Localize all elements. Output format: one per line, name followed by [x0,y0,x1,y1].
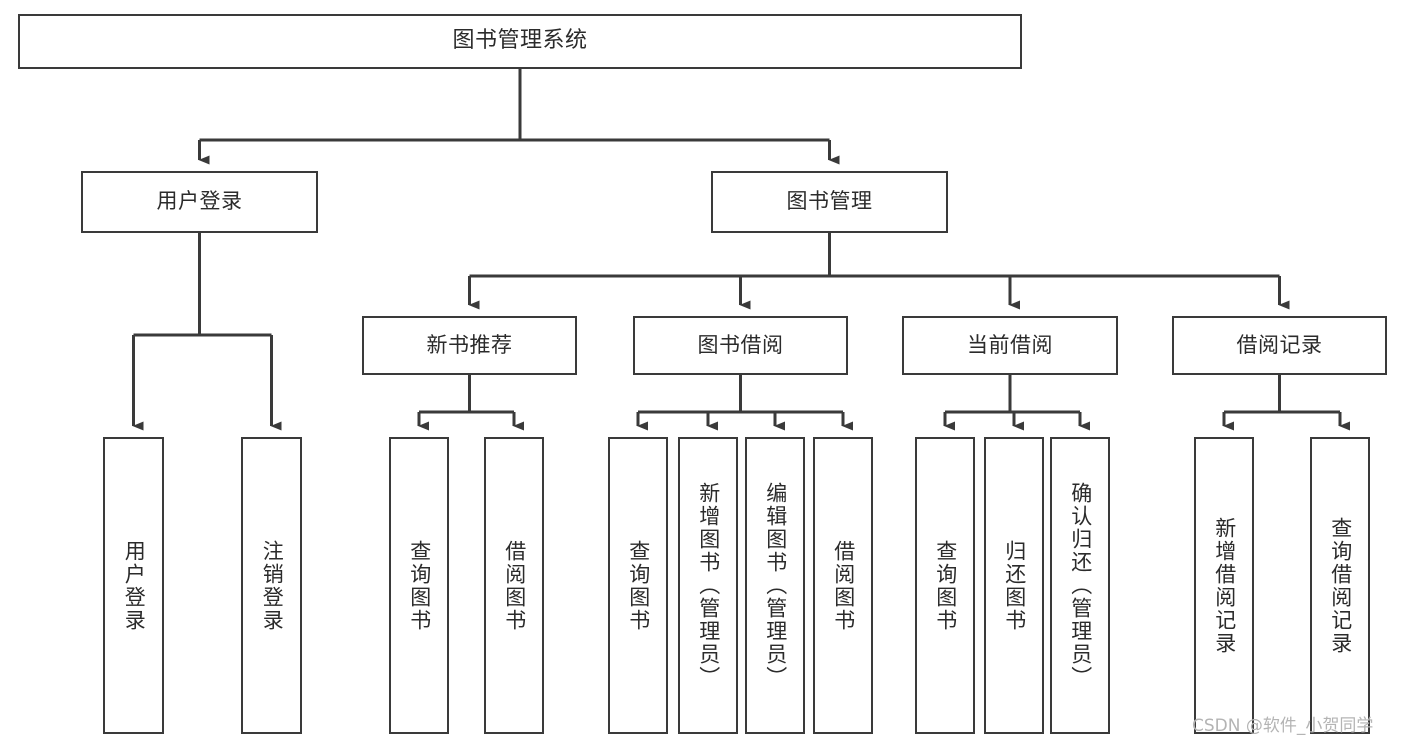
node-label: 新增借阅记录 [1212,516,1237,655]
node-leaf_11[interactable]: 新增借阅记录 [1194,437,1254,734]
node-label: 查询图书 [626,539,651,632]
node-label: 归还图书 [1002,539,1027,632]
node-leaf_3[interactable]: 借阅图书 [484,437,544,734]
node-l2_2[interactable]: 当前借阅 [902,316,1118,375]
node-leaf_10[interactable]: 确认归还（管理员） [1050,437,1110,734]
node-label: 用户登录 [156,189,243,214]
node-l2_3[interactable]: 借阅记录 [1172,316,1387,375]
node-label: 新书推荐 [426,332,513,357]
node-leaf_1[interactable]: 注销登录 [241,437,302,734]
node-label: 图书管理 [786,189,873,214]
node-leaf_6[interactable]: 编辑图书（管理员） [745,437,805,734]
node-leaf_4[interactable]: 查询图书 [608,437,668,734]
node-l2_1[interactable]: 图书借阅 [633,316,848,375]
node-label: 查询图书 [933,539,958,632]
node-label: 借阅图书 [502,539,527,632]
node-label: 图书管理系统 [452,28,588,54]
node-label: 注销登录 [260,539,285,632]
node-leaf_5[interactable]: 新增图书（管理员） [678,437,738,734]
csdn-watermark: CSDN @软件_小贺同学 [1192,716,1374,736]
node-label: 图书借阅 [697,332,784,357]
node-label: 借阅图书 [831,539,856,632]
node-label: 编辑图书（管理员） [763,482,788,689]
node-label: 确认归还（管理员） [1068,482,1093,689]
node-leaf_7[interactable]: 借阅图书 [813,437,873,734]
node-label: 当前借阅 [967,332,1053,357]
node-leaf_2[interactable]: 查询图书 [389,437,449,734]
node-l1_1[interactable]: 图书管理 [711,171,948,233]
node-label: 查询借阅记录 [1328,516,1353,655]
node-l1_0[interactable]: 用户登录 [81,171,318,233]
node-leaf_12[interactable]: 查询借阅记录 [1310,437,1370,734]
edge-paths [132,69,1350,431]
node-label: 借阅记录 [1236,332,1323,357]
node-label: 查询图书 [407,539,432,632]
node-leaf_9[interactable]: 归还图书 [984,437,1044,734]
node-label: 用户登录 [122,539,147,632]
node-label: 新增图书（管理员） [696,482,721,689]
node-leaf_8[interactable]: 查询图书 [915,437,975,734]
node-root[interactable]: 图书管理系统 [18,14,1022,69]
node-leaf_0[interactable]: 用户登录 [103,437,164,734]
node-l2_0[interactable]: 新书推荐 [362,316,577,375]
